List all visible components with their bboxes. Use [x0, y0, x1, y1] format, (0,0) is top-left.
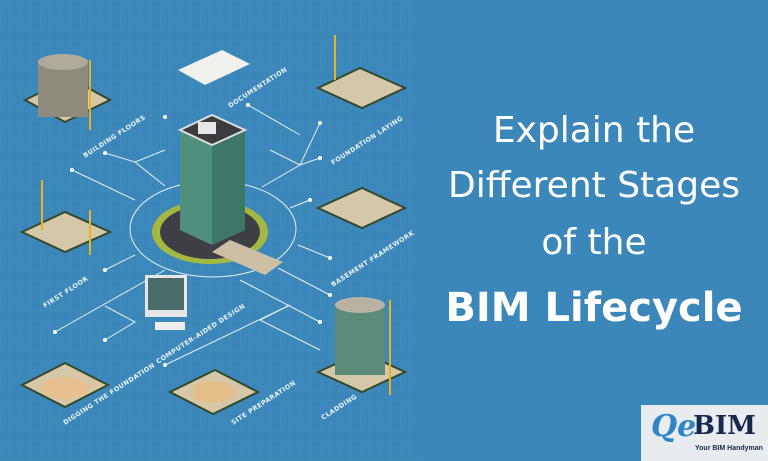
site-computer	[145, 275, 187, 330]
construction-sites	[19, 35, 408, 416]
logo-tagline: Your BIM Handyman	[695, 445, 763, 452]
title-line-1: Explain the	[492, 110, 696, 151]
site-digging	[19, 361, 111, 409]
qebim-logo: Qe BIM Your BIM Handyman	[641, 405, 768, 461]
central-building	[152, 113, 283, 275]
title-line-3: of the	[541, 222, 647, 263]
site-first-floor	[19, 180, 113, 255]
site-foundation-laying	[315, 35, 408, 110]
site-documentation	[178, 50, 250, 85]
site-building-floors	[22, 54, 113, 130]
logo-name: BIM	[693, 411, 756, 441]
title-line-2: Different Stages	[448, 165, 740, 206]
bim-lifecycle-illustration: BUILDING FLOORS DOCUMENTATION FOUNDATION…	[0, 0, 420, 461]
site-preparation	[167, 368, 261, 416]
site-basement-framework	[315, 186, 408, 230]
logo-mark: Qe	[651, 409, 697, 444]
site-cladding	[315, 297, 408, 395]
title-line-4: BIM Lifecycle	[445, 285, 743, 331]
